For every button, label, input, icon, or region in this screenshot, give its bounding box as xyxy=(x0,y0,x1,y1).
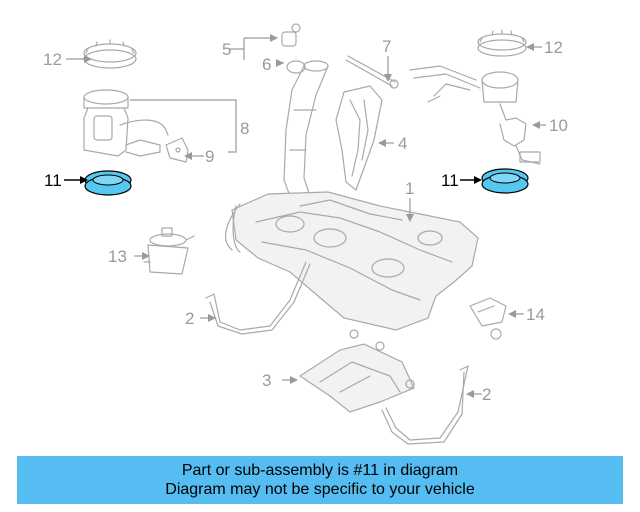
info-banner: Part or sub-assembly is #11 in diagram D… xyxy=(17,456,623,504)
seal-left-highlighted xyxy=(84,170,132,196)
callout-8: 8 xyxy=(240,119,249,138)
callout-2-right: 2 xyxy=(482,385,491,404)
callout-6: 6 xyxy=(262,55,271,74)
sensor-14 xyxy=(469,297,507,340)
callout-7: 7 xyxy=(382,37,391,56)
strap-left xyxy=(205,261,311,335)
banner-line-2: Diagram may not be specific to your vehi… xyxy=(165,481,475,498)
seal-right-highlighted xyxy=(481,168,529,194)
bracket-9 xyxy=(165,137,189,163)
callout-2-left: 2 xyxy=(185,309,194,328)
fuel-tank-1 xyxy=(224,191,479,331)
strap-right xyxy=(381,365,469,445)
callout-12-right: 12 xyxy=(544,38,563,57)
callout-11-right: 11 xyxy=(441,171,459,190)
under-shield-3 xyxy=(298,329,415,413)
callout-3: 3 xyxy=(262,371,271,390)
filler-cap xyxy=(281,23,306,74)
lock-ring-right xyxy=(477,29,527,57)
fuel-filter-13 xyxy=(143,227,195,275)
parts-diagram: 12 8 9 11 13 5 xyxy=(43,23,568,445)
callout-12-left: 12 xyxy=(43,50,62,69)
callout-10: 10 xyxy=(549,116,568,135)
fuel-pump-left xyxy=(83,89,169,157)
callout-11-left: 11 xyxy=(44,171,62,190)
lock-ring-left xyxy=(83,39,137,69)
callout-13: 13 xyxy=(108,247,127,266)
banner-line-1: Part or sub-assembly is #11 in diagram xyxy=(181,462,459,479)
callout-5: 5 xyxy=(222,40,231,59)
callout-4: 4 xyxy=(398,134,407,153)
heat-shield-4 xyxy=(335,85,383,191)
vent-line-7 xyxy=(345,55,399,89)
callout-14: 14 xyxy=(526,305,545,324)
callout-9: 9 xyxy=(205,147,214,166)
sender-unit-10 xyxy=(409,65,541,165)
filler-neck xyxy=(283,60,329,197)
callout-1: 1 xyxy=(405,179,414,198)
